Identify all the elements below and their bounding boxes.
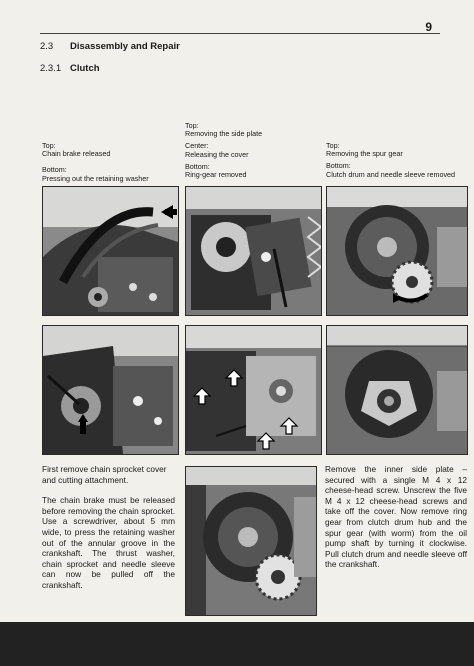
- caption-label: Center:: [185, 141, 209, 151]
- paragraph: The chain brake must be released before …: [42, 495, 175, 590]
- scan-bottom-edge: [0, 622, 474, 666]
- section-heading: 2.3 Disassembly and Repair: [40, 41, 180, 52]
- caption-text: Releasing the cover: [185, 149, 249, 159]
- caption-text: Pressing out the retaining washer: [42, 173, 149, 183]
- caption-label: Top:: [42, 141, 56, 150]
- paragraph: First remove chain sprocket cover and cu…: [42, 464, 167, 485]
- photo-ring-gear-removed: [185, 466, 317, 616]
- photo-removing-spur-gear: [326, 186, 468, 316]
- body-text-left: First remove chain sprocket cover and cu…: [42, 464, 175, 601]
- caption-text: Clutch drum and needle sleeve removed: [326, 169, 456, 179]
- body-text-right: Remove the inner side plate – secured wi…: [325, 464, 467, 580]
- caption-label: Top:: [326, 141, 340, 150]
- caption-text: Chain brake released: [42, 149, 111, 159]
- subsection-number: 2.3.1: [40, 63, 62, 74]
- page-number: 9: [425, 20, 432, 34]
- paragraph: Remove the inner side plate – secured wi…: [325, 464, 467, 570]
- subsection-heading: 2.3.1 Clutch: [40, 63, 100, 74]
- caption-label: Bottom:: [185, 161, 210, 171]
- photo-clutch-drum-removed: [326, 325, 468, 455]
- photo-chain-brake-released: [42, 186, 179, 316]
- caption-label: Bottom:: [42, 165, 67, 175]
- section-number: 2.3: [40, 41, 54, 52]
- section-title: Disassembly and Repair: [70, 41, 180, 52]
- subsection-title: Clutch: [70, 63, 100, 74]
- caption-text: Removing the spur gear: [326, 149, 403, 159]
- caption-label: Top:: [185, 121, 199, 130]
- caption-col1: Top: Chain brake released Bottom: Pressi…: [42, 141, 177, 183]
- caption-col3: Top: Removing the spur gear Bottom: Clut…: [326, 141, 466, 179]
- photo-pressing-retaining-washer: [42, 325, 179, 455]
- caption-label: Bottom:: [326, 161, 351, 171]
- photo-removing-side-plate: [185, 186, 322, 316]
- caption-text: Ring-gear removed: [185, 170, 247, 180]
- caption-text: Removing the side plate: [185, 129, 263, 139]
- photo-releasing-cover: [185, 325, 322, 455]
- header-rule: [40, 33, 440, 34]
- caption-col2: Top: Removing the side plate Center: Rel…: [185, 121, 320, 180]
